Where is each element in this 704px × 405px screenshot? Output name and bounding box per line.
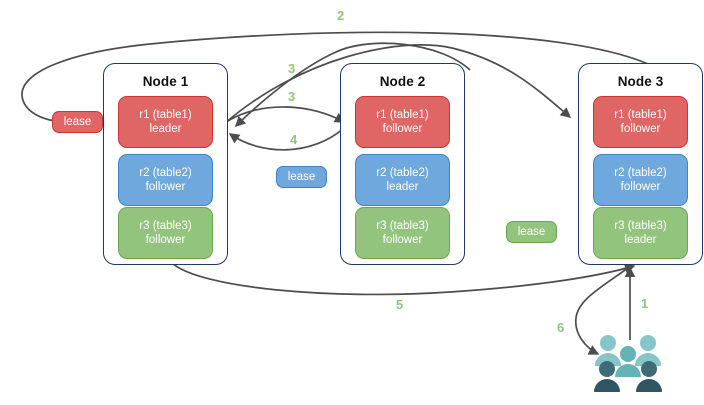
lease-badge-r2[interactable]: lease (276, 166, 327, 188)
replica-role: follower (145, 181, 186, 193)
node-container-2[interactable]: Node 2 r1 (table1) follower r2 (table2) … (340, 63, 465, 265)
replica-r3[interactable]: r3 (table3) follower (118, 207, 213, 259)
edge-step-6 (575, 267, 629, 355)
step-label-3a: 3 (288, 61, 296, 76)
replica-name: r3 (table3) (139, 220, 192, 232)
lease-badge-r3[interactable]: lease (506, 221, 557, 243)
replica-r1[interactable]: r1 (table1) follower (593, 96, 688, 148)
replica-role: follower (382, 123, 423, 135)
lease-badge-r1[interactable]: lease (52, 111, 103, 133)
edge-step-3-arc (234, 42, 471, 128)
replica-r3[interactable]: r3 (table3) leader (593, 207, 688, 259)
edge-node1-to-node2 (225, 106, 346, 123)
replica-name: r1 (table1) (376, 109, 429, 121)
step-label-1: 1 (641, 296, 649, 311)
edge-step-4 (228, 127, 345, 151)
replica-r1[interactable]: r1 (table1) follower (355, 96, 450, 148)
step-label-3b: 3 (288, 89, 296, 104)
replica-name: r1 (table1) (614, 109, 667, 121)
replica-name: r2 (table2) (376, 167, 429, 179)
replica-role: follower (620, 181, 661, 193)
step-label-5: 5 (396, 297, 404, 312)
replica-r3[interactable]: r3 (table3) follower (355, 207, 450, 259)
node-container-3[interactable]: Node 3 r1 (table1) follower r2 (table2) … (578, 63, 703, 265)
replica-name: r2 (table2) (139, 167, 192, 179)
replica-r2[interactable]: r2 (table2) follower (593, 154, 688, 206)
users-icon (594, 335, 662, 392)
replica-name: r1 (table1) (139, 109, 192, 121)
replica-role: follower (620, 123, 661, 135)
replica-role: follower (145, 234, 186, 246)
replica-r1[interactable]: r1 (table1) leader (118, 96, 213, 148)
replica-name: r2 (table2) (614, 167, 667, 179)
replica-role: leader (624, 234, 657, 246)
replica-role: leader (386, 181, 419, 193)
node-title: Node 2 (379, 74, 426, 89)
edge-step-2 (21, 31, 649, 127)
replica-role: follower (382, 234, 423, 246)
replica-name: r3 (table3) (614, 220, 667, 232)
replica-r2[interactable]: r2 (table2) leader (355, 154, 450, 206)
step-label-4: 4 (290, 132, 298, 147)
edge-step-5 (171, 262, 636, 296)
replica-role: leader (149, 123, 182, 135)
step-label-2: 2 (337, 8, 345, 23)
step-label-6: 6 (557, 320, 565, 335)
edge-step-3-diagonal (223, 44, 572, 125)
replica-r2[interactable]: r2 (table2) follower (118, 154, 213, 206)
node-container-1[interactable]: Node 1 r1 (table1) leader r2 (table2) fo… (103, 63, 228, 265)
node-title: Node 3 (617, 74, 664, 89)
replica-name: r3 (table3) (376, 220, 429, 232)
node-title: Node 1 (142, 74, 189, 89)
